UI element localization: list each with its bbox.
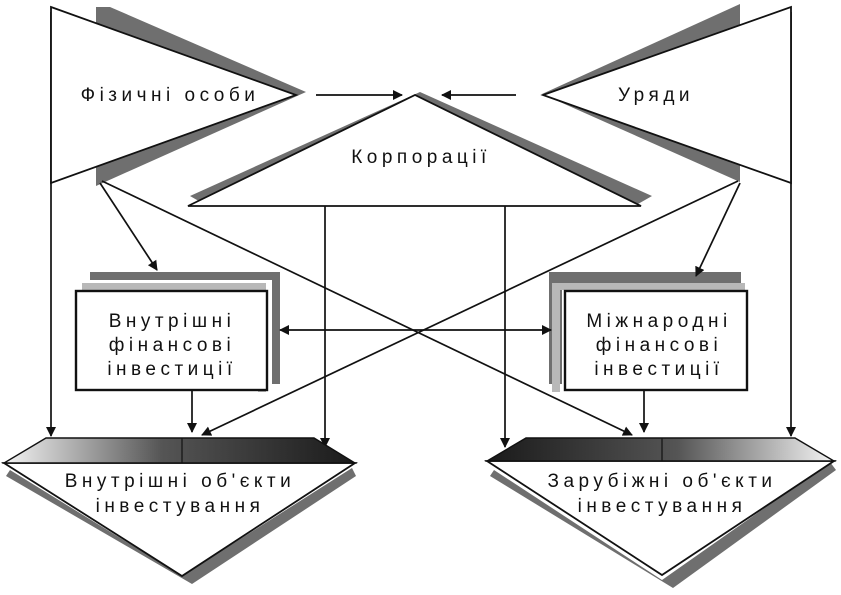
label-international-investments-line2: фінансові bbox=[596, 335, 723, 356]
arrow-individuals-to-domestic-investments bbox=[99, 182, 158, 271]
label-individuals: Фізичні особи bbox=[81, 85, 260, 106]
node-individuals: Фізичні особи bbox=[50, 5, 299, 185]
node-foreign-objects: Зарубіжні об'єкти інвестування bbox=[483, 437, 837, 577]
label-governments: Уряди bbox=[618, 85, 694, 106]
arrow-governments-to-domestic-objects bbox=[201, 180, 739, 436]
node-international-investments: Міжнародні фінансові інвестиції bbox=[563, 289, 749, 392]
label-domestic-objects-line2: інвестування bbox=[96, 496, 265, 517]
node-domestic-objects: Внутрішні об'єкти інвестування bbox=[0, 437, 359, 578]
arrow-governments-to-international-investments bbox=[695, 182, 741, 277]
label-domestic-investments-line1: Внутрішні bbox=[109, 311, 236, 332]
node-corporations: Корпорації bbox=[187, 93, 642, 207]
label-foreign-objects-line2: інвестування bbox=[578, 496, 747, 517]
label-international-investments-line3: інвестиції bbox=[594, 359, 723, 380]
label-foreign-objects-line1: Зарубіжні об'єкти bbox=[547, 471, 776, 492]
label-domestic-objects-line1: Внутрішні об'єкти bbox=[65, 471, 296, 492]
label-domestic-investments-line3: інвестиції bbox=[107, 359, 236, 380]
label-domestic-investments-line2: фінансові bbox=[109, 335, 236, 356]
node-governments: Уряди bbox=[540, 5, 792, 185]
label-corporations: Корпорації bbox=[351, 147, 491, 168]
label-international-investments-line1: Міжнародні bbox=[586, 311, 731, 332]
arrow-individuals-to-foreign-objects bbox=[101, 180, 633, 436]
connectors bbox=[46, 12, 796, 448]
node-domestic-investments: Внутрішні фінансові інвестиції bbox=[74, 289, 269, 392]
